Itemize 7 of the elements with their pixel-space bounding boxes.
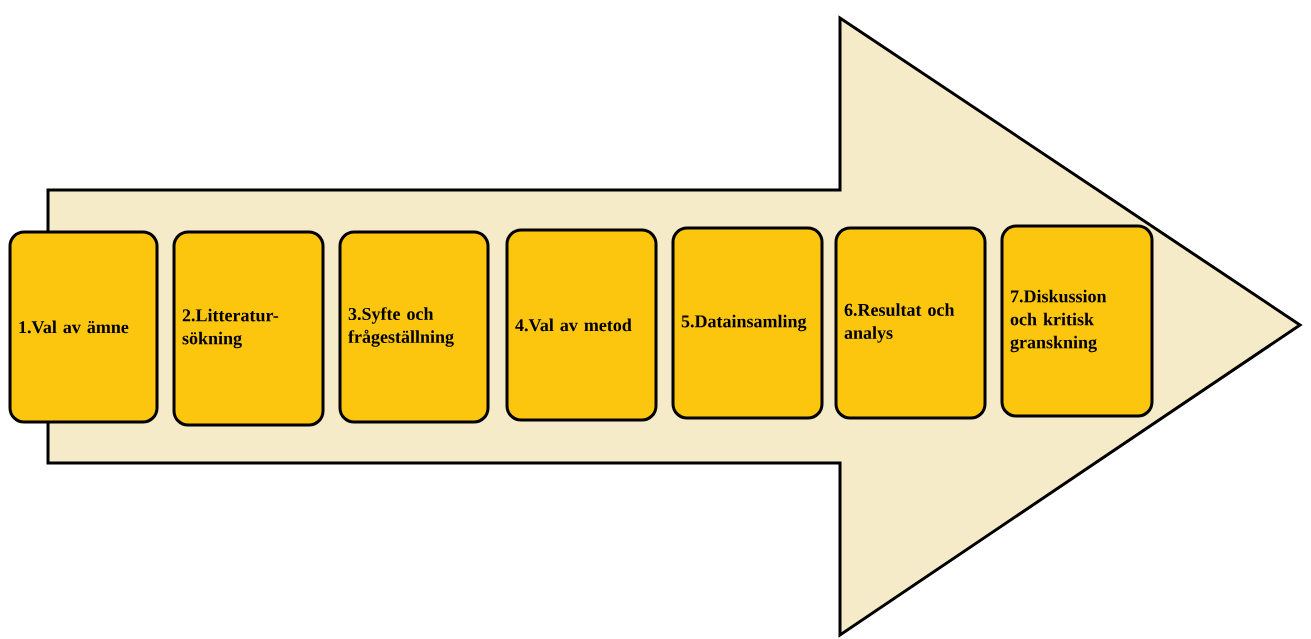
step-box: 3.Syfte och frågeställning xyxy=(338,230,490,424)
step-box: 1.Val av ämne xyxy=(8,230,159,424)
step-box: 4.Val av metod xyxy=(505,228,658,422)
step-box: 5.Datainsamling xyxy=(671,226,824,420)
step-box: 6.Resultat och analys xyxy=(834,226,987,420)
step-box: 2.Litteratur- sökning xyxy=(172,230,325,427)
step-box: 7.Diskussion och kritisk granskning xyxy=(1000,224,1154,418)
